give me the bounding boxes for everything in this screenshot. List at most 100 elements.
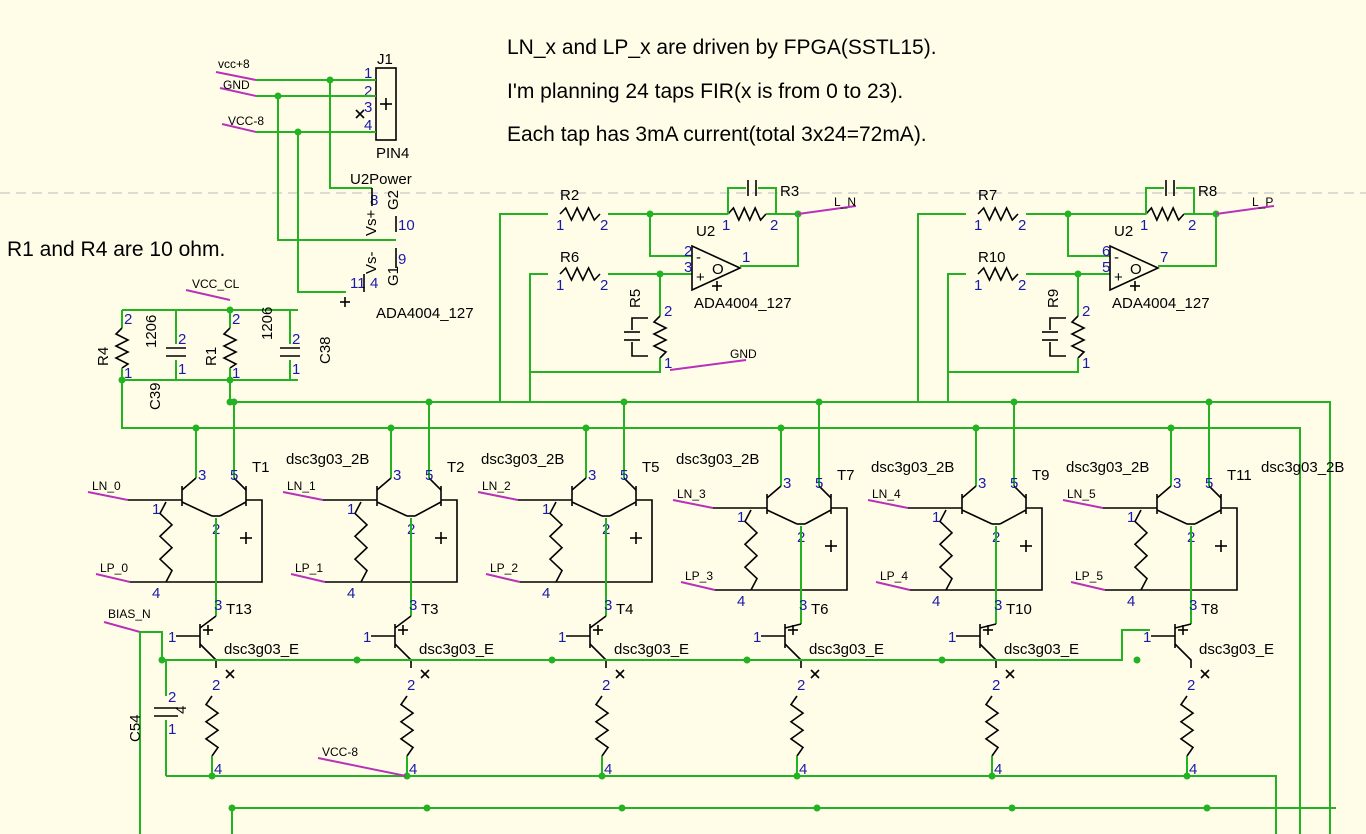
resistor-rf-ref: R3 bbox=[780, 183, 799, 200]
r4-pin-1: 1 bbox=[124, 365, 132, 382]
emitter bbox=[979, 643, 997, 668]
connector-value: PIN4 bbox=[376, 145, 409, 162]
cap-lead bbox=[1049, 317, 1066, 330]
opamp-pin-out: 7 bbox=[1160, 249, 1168, 266]
wire bbox=[948, 358, 1079, 373]
pin: 1 bbox=[1082, 355, 1090, 372]
wire bbox=[1067, 214, 1110, 257]
cross bbox=[615, 669, 625, 679]
r4-ref: R4 bbox=[95, 347, 112, 366]
opamp-plus: + bbox=[1114, 269, 1123, 286]
pin: 2 bbox=[407, 677, 415, 694]
bias-network[interactable]: VCC_CL R4 R1 C39 C38 1206 1206 2 1 2 1 2… bbox=[95, 277, 1301, 834]
emitter-resistor bbox=[399, 695, 415, 757]
bias-input[interactable]: BIAS_N C54 4 2 1 VCC-8 bbox=[103, 607, 407, 834]
opamp-ref: U2 bbox=[696, 223, 715, 240]
emitter bbox=[784, 643, 802, 668]
source-ref: T3 bbox=[421, 601, 439, 618]
emitter bbox=[999, 509, 1027, 525]
source-value: dsc3g03_E bbox=[614, 641, 689, 658]
base-resistor bbox=[743, 509, 759, 591]
pin: 3 bbox=[799, 597, 807, 614]
junction-dot bbox=[582, 424, 590, 432]
cross bbox=[225, 669, 235, 679]
lp-lead bbox=[130, 499, 263, 583]
ln-flag bbox=[1062, 499, 1104, 509]
connector-j1[interactable]: J1 PIN4 1 2 3 4 bbox=[355, 51, 409, 162]
pin: 1 bbox=[664, 355, 672, 372]
pin: 2 bbox=[212, 677, 220, 694]
junction-dot bbox=[192, 424, 200, 432]
emitter bbox=[1174, 643, 1192, 668]
pin: 3 bbox=[588, 467, 596, 484]
c54-value: 4 bbox=[173, 706, 190, 714]
base-resistor bbox=[353, 501, 369, 583]
rail-bottom-2 bbox=[231, 807, 1336, 834]
pair-value: dsc3g03_2B bbox=[1066, 459, 1149, 476]
ln-flag bbox=[87, 491, 129, 501]
emitter bbox=[804, 509, 832, 525]
pin: 2 bbox=[602, 677, 610, 694]
power-pin-11: 11 bbox=[350, 275, 366, 292]
cap-lead bbox=[631, 317, 648, 330]
net-flag bbox=[1215, 205, 1275, 215]
pin: 1 bbox=[152, 501, 160, 518]
pin: 2 bbox=[770, 217, 778, 234]
pin: 2 bbox=[992, 677, 1000, 694]
bias-rail bbox=[162, 629, 1150, 661]
opamp-pin-inm: 2 bbox=[684, 243, 692, 260]
source-ref: T4 bbox=[616, 601, 634, 618]
pin: 3 bbox=[393, 467, 401, 484]
emitter-resistor bbox=[594, 695, 610, 757]
power-pin-9: 9 bbox=[398, 251, 406, 268]
pin: 1 bbox=[363, 629, 371, 646]
collector bbox=[623, 477, 637, 491]
lp-net: LP_0 bbox=[100, 561, 128, 575]
c39-package: 1206 bbox=[143, 315, 160, 348]
net-flag bbox=[797, 205, 857, 215]
opamp-power-unit[interactable]: U2Power G2 Vs+ Vs- G1 8 10 9 11 4 ADA400… bbox=[340, 171, 474, 322]
lp-lead bbox=[715, 507, 848, 591]
connector-pin-3: 3 bbox=[364, 99, 372, 116]
base-resistor bbox=[548, 501, 564, 583]
source-value: dsc3g03_E bbox=[1004, 641, 1079, 658]
ln-flag bbox=[282, 491, 324, 501]
wire bbox=[1176, 187, 1195, 214]
connector-body bbox=[375, 67, 397, 141]
wire bbox=[1158, 213, 1217, 267]
junction-dot bbox=[1008, 804, 1016, 812]
c54-ref: C54 bbox=[127, 714, 144, 742]
note-line-3: Each tap has 3mA current(total 3x24=72mA… bbox=[507, 123, 927, 146]
opamp-symbol bbox=[1109, 244, 1160, 292]
lp-net: LP_4 bbox=[880, 569, 908, 583]
lp-lead bbox=[325, 499, 458, 583]
source-ref: T8 bbox=[1201, 601, 1219, 618]
connector-pin-2: 2 bbox=[364, 83, 372, 100]
junction-dot bbox=[988, 772, 996, 780]
pair-ref: T1 bbox=[252, 459, 270, 476]
c39-ref: C39 bbox=[147, 382, 164, 410]
pair-value: dsc3g03_2B bbox=[481, 451, 564, 468]
power-unit-vsp: Vs+ bbox=[363, 209, 380, 236]
source-value: dsc3g03_E bbox=[419, 641, 494, 658]
net-bias-n: BIAS_N bbox=[108, 607, 151, 621]
pin: 1 bbox=[556, 217, 564, 234]
opamp-symbol bbox=[691, 244, 742, 292]
pin: 1 bbox=[948, 629, 956, 646]
pin: 4 bbox=[737, 593, 745, 610]
opamp-pin-inp: 3 bbox=[684, 259, 692, 276]
pin: 4 bbox=[604, 761, 612, 778]
lp-net: LP_1 bbox=[295, 561, 323, 575]
pin: 1 bbox=[347, 501, 355, 518]
